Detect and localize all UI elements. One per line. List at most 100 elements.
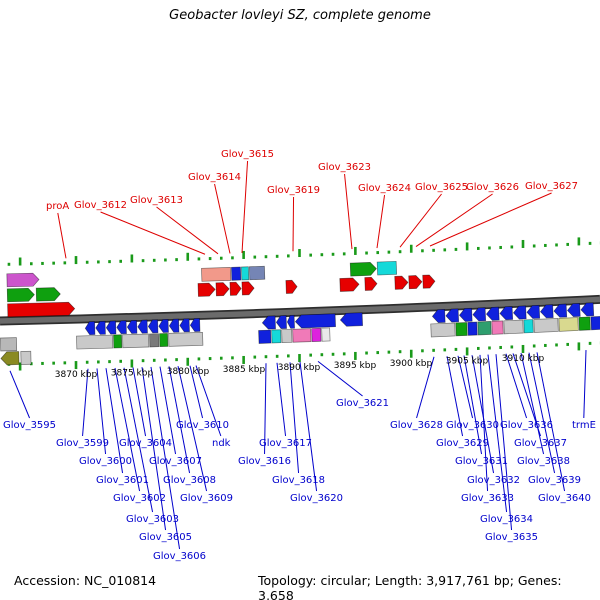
- gene-arrow-reverse[interactable]: [431, 309, 446, 324]
- gene-block[interactable]: [533, 318, 559, 333]
- gene-arrow-reverse[interactable]: [580, 302, 595, 317]
- gene-arrow-reverse[interactable]: [512, 305, 527, 320]
- gene-arrow-reverse[interactable]: [472, 307, 487, 322]
- gene-arrow-forward[interactable]: [364, 276, 378, 291]
- gene-label-reverse[interactable]: Glov_3631: [455, 456, 508, 467]
- gene-label-forward[interactable]: Glov_3619: [267, 185, 320, 196]
- gene-block[interactable]: [558, 317, 579, 332]
- gene-label-reverse[interactable]: Glov_3616: [238, 456, 291, 467]
- gene-block[interactable]: [159, 333, 169, 348]
- gene-label-reverse[interactable]: ndk: [212, 438, 231, 449]
- gene-block[interactable]: [201, 267, 232, 282]
- gene-arrow-reverse[interactable]: [168, 318, 180, 333]
- gene-block[interactable]: [376, 260, 398, 276]
- gene-arrow-forward[interactable]: [7, 301, 76, 318]
- gene-arrow-forward[interactable]: [35, 287, 61, 302]
- gene-arrow-reverse[interactable]: [526, 304, 541, 319]
- gene-label-reverse[interactable]: Glov_3634: [480, 514, 533, 525]
- gene-block[interactable]: [76, 334, 114, 350]
- gene-label-reverse[interactable]: Glov_3630: [446, 420, 499, 431]
- gene-arrow-reverse[interactable]: [566, 303, 581, 318]
- gene-arrow-forward[interactable]: [241, 281, 255, 296]
- gene-label-reverse[interactable]: Glov_3601: [96, 475, 149, 486]
- gene-block[interactable]: [149, 333, 160, 348]
- gene-arrow-reverse[interactable]: [137, 319, 148, 334]
- gene-block[interactable]: [477, 321, 492, 336]
- gene-arrow-reverse[interactable]: [261, 315, 276, 330]
- gene-label-reverse[interactable]: Glov_3639: [528, 475, 581, 486]
- gene-block[interactable]: [271, 329, 282, 344]
- gene-label-forward[interactable]: Glov_3612: [74, 200, 127, 211]
- gene-block[interactable]: [321, 327, 331, 342]
- gene-label-reverse[interactable]: Glov_3607: [149, 456, 202, 467]
- gene-label-forward[interactable]: Glov_3626: [466, 182, 519, 193]
- gene-block[interactable]: [467, 321, 478, 336]
- gene-block[interactable]: [249, 265, 266, 281]
- gene-block[interactable]: [578, 316, 591, 331]
- gene-block[interactable]: [503, 319, 524, 335]
- gene-label-reverse[interactable]: Glov_3608: [163, 475, 216, 486]
- gene-arrow-forward[interactable]: [6, 287, 35, 303]
- gene-label-reverse[interactable]: Glov_3609: [180, 493, 233, 504]
- gene-label-forward[interactable]: Glov_3624: [358, 183, 411, 194]
- gene-label-reverse[interactable]: trmE: [572, 420, 596, 431]
- gene-label-reverse[interactable]: Glov_3629: [436, 438, 489, 449]
- gene-arrow-forward[interactable]: [349, 261, 377, 277]
- gene-label-reverse[interactable]: Glov_3638: [517, 456, 570, 467]
- gene-arrow-reverse[interactable]: [95, 320, 106, 335]
- gene-label-forward[interactable]: Glov_3627: [525, 181, 578, 192]
- gene-block[interactable]: [20, 350, 32, 365]
- gene-label-reverse[interactable]: Glov_3602: [113, 493, 166, 504]
- gene-arrow-forward[interactable]: [6, 272, 40, 288]
- gene-arrow-forward[interactable]: [229, 281, 242, 296]
- gene-arrow-reverse[interactable]: [179, 318, 190, 333]
- gene-block[interactable]: [523, 319, 534, 334]
- gene-label-reverse[interactable]: Glov_3618: [272, 475, 325, 486]
- gene-label-forward[interactable]: Glov_3614: [188, 172, 241, 183]
- gene-label-reverse[interactable]: Glov_3636: [500, 420, 553, 431]
- gene-label-reverse[interactable]: Glov_3603: [126, 514, 179, 525]
- gene-label-reverse[interactable]: Glov_3637: [514, 438, 567, 449]
- gene-arrow-reverse[interactable]: [147, 319, 159, 334]
- gene-block[interactable]: [311, 327, 322, 342]
- gene-label-reverse[interactable]: Glov_3599: [56, 438, 109, 449]
- gene-arrow-forward[interactable]: [422, 274, 436, 289]
- gene-block[interactable]: [168, 331, 204, 347]
- gene-block[interactable]: [430, 322, 456, 338]
- gene-arrow-reverse[interactable]: [275, 315, 287, 330]
- gene-label-forward[interactable]: Glov_3623: [318, 162, 371, 173]
- gene-arrow-reverse[interactable]: [458, 307, 473, 322]
- gene-arrow-forward[interactable]: [215, 282, 230, 297]
- gene-block[interactable]: [122, 333, 150, 349]
- gene-arrow-reverse[interactable]: [189, 318, 201, 332]
- gene-label-reverse[interactable]: Glov_3606: [153, 551, 206, 562]
- gene-block[interactable]: [292, 328, 312, 343]
- gene-label-reverse[interactable]: Glov_3628: [390, 420, 443, 431]
- gene-block[interactable]: [455, 322, 468, 337]
- gene-label-reverse[interactable]: Glov_3633: [461, 493, 514, 504]
- gene-arrow-forward[interactable]: [394, 275, 409, 290]
- gene-label-reverse[interactable]: Glov_3604: [119, 438, 172, 449]
- gene-label-forward[interactable]: proA: [46, 201, 69, 212]
- gene-label-reverse[interactable]: Glov_3595: [3, 420, 56, 431]
- gene-arrow-reverse[interactable]: [485, 306, 500, 321]
- gene-label-reverse[interactable]: Glov_3621: [336, 398, 389, 409]
- gene-block[interactable]: [113, 334, 123, 349]
- gene-arrow-reverse[interactable]: [0, 351, 20, 366]
- gene-arrow-reverse[interactable]: [445, 308, 460, 323]
- gene-arrow-reverse[interactable]: [84, 321, 96, 336]
- gene-arrow-forward[interactable]: [285, 279, 298, 294]
- gene-label-forward[interactable]: Glov_3615: [221, 149, 274, 160]
- gene-block[interactable]: [491, 320, 504, 335]
- gene-label-reverse[interactable]: Glov_3640: [538, 493, 591, 504]
- gene-arrow-reverse[interactable]: [553, 303, 568, 318]
- gene-arrow-forward[interactable]: [408, 275, 423, 290]
- gene-arrow-reverse[interactable]: [339, 312, 363, 327]
- gene-arrow-reverse[interactable]: [499, 306, 514, 321]
- gene-label-reverse[interactable]: Glov_3620: [290, 493, 343, 504]
- gene-label-reverse[interactable]: Glov_3605: [139, 532, 192, 543]
- gene-arrow-reverse[interactable]: [126, 319, 138, 334]
- gene-label-reverse[interactable]: Glov_3617: [259, 438, 312, 449]
- gene-arrow-forward[interactable]: [339, 277, 360, 292]
